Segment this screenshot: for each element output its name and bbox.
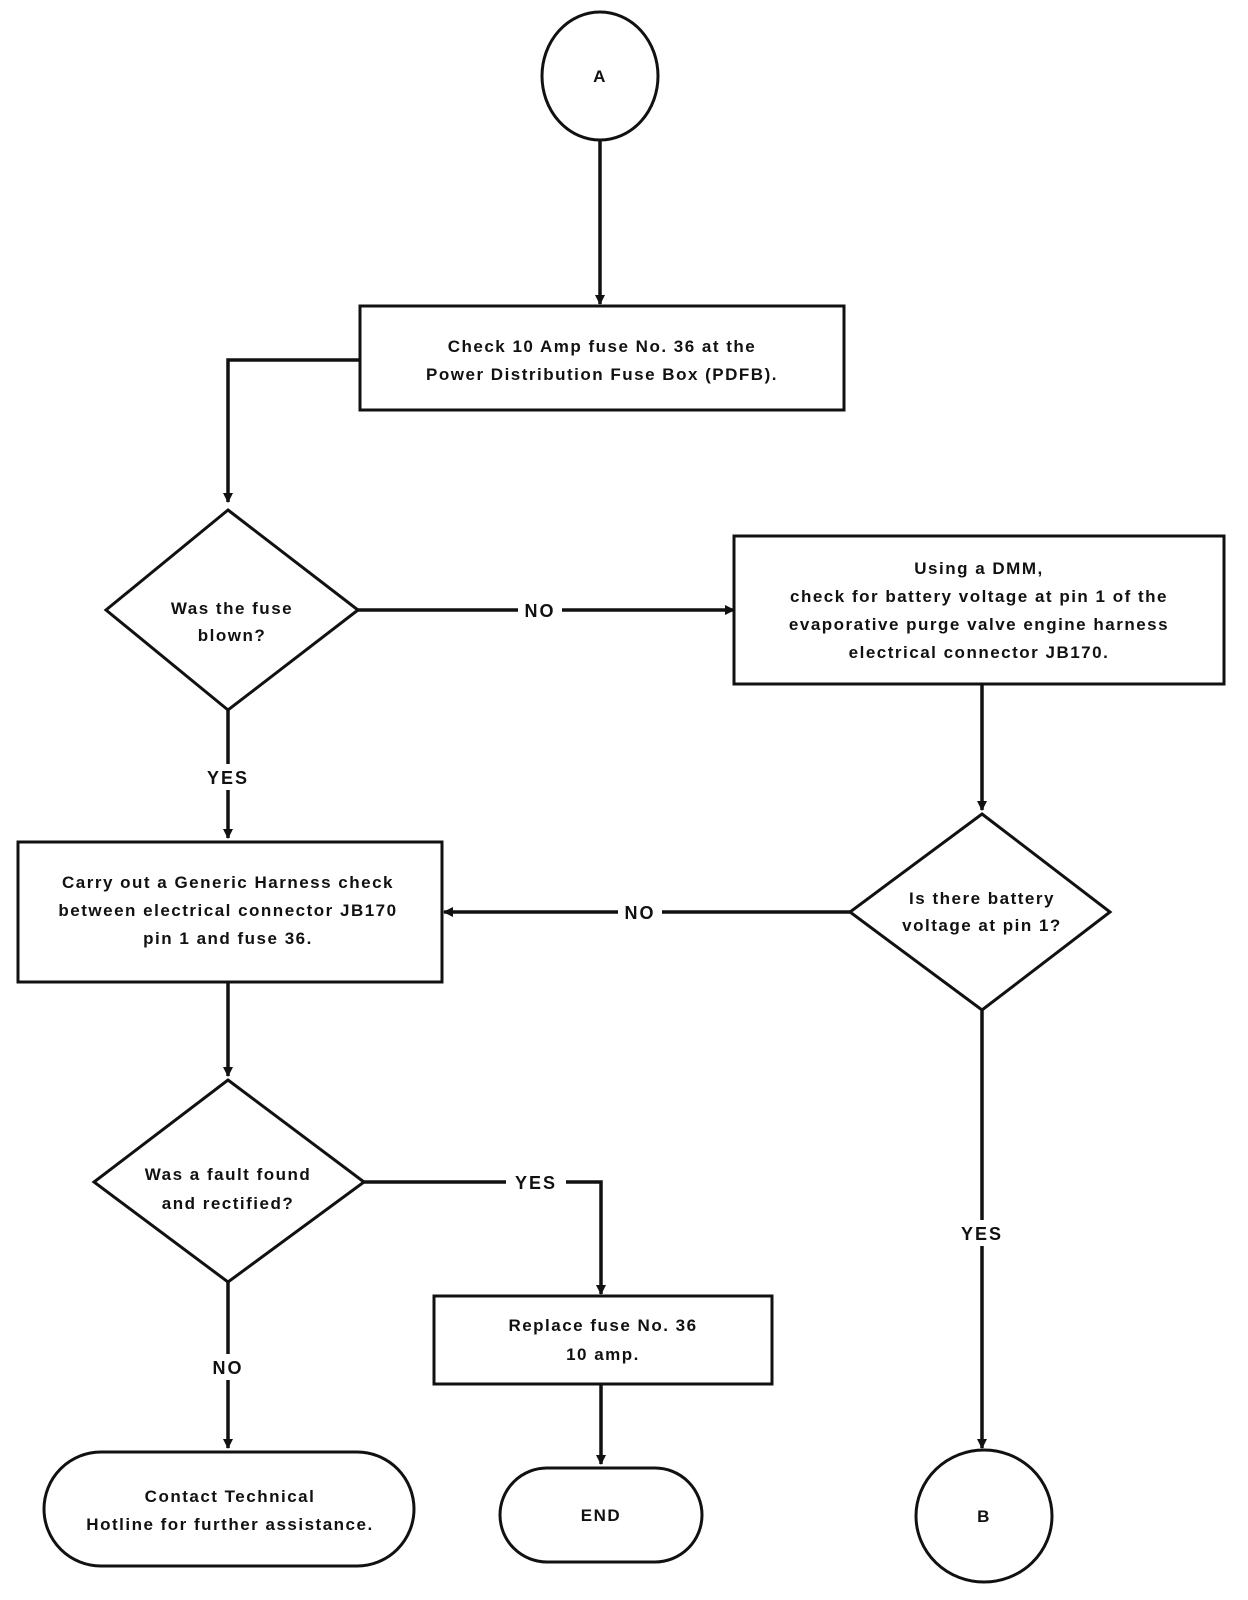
end-label: END [581,1506,621,1525]
fuse-blown-line-2: blown? [198,626,266,645]
check-fuse-line-1: Check 10 Amp fuse No. 36 at the [448,337,757,356]
dmm-check-line-3: evaporative purge valve engine harness [789,615,1169,634]
contact-hotline-line-2: Hotline for further assistance. [86,1515,373,1534]
label-fault-found-no: NO [213,1358,244,1378]
label-fuse-blown-yes: YES [207,768,249,788]
end-terminal: END [498,1466,704,1564]
battery-voltage-line-1: Is there battery [909,889,1055,908]
edge-labels: NO YES NO YES YES NO [198,598,1012,1380]
dmm-check-step: Using a DMM, check for battery voltage a… [732,534,1226,686]
connector-b-label: B [977,1507,991,1526]
replace-fuse-step: Replace fuse No. 36 10 amp. [432,1294,774,1386]
connector-a-label: A [593,67,607,86]
fault-found-line-2: and rectified? [162,1194,294,1213]
contact-hotline-terminal: Contact Technical Hotline for further as… [42,1450,416,1568]
check-fuse-step: Check 10 Amp fuse No. 36 at the Power Di… [358,304,846,412]
label-fault-found-yes: YES [515,1173,557,1193]
fuse-blown-line-1: Was the fuse [171,599,293,618]
generic-harness-step: Carry out a Generic Harness check betwee… [16,840,444,984]
edge-check-fuse-to-fuse-blown [223,358,360,503]
replace-fuse-line-2: 10 amp. [566,1345,640,1364]
generic-harness-line-1: Carry out a Generic Harness check [62,873,394,892]
battery-voltage-decision: Is there battery voltage at pin 1? [847,812,1113,1012]
fuse-blown-decision: Was the fuse blown? [103,508,361,712]
connector-b: B [914,1448,1054,1584]
dmm-check-line-2: check for battery voltage at pin 1 of th… [790,587,1168,606]
replace-fuse-line-1: Replace fuse No. 36 [508,1316,697,1335]
dmm-check-line-1: Using a DMM, [914,559,1043,578]
generic-harness-line-2: between electrical connector JB170 [58,901,397,920]
label-battery-voltage-yes: YES [961,1224,1003,1244]
generic-harness-line-3: pin 1 and fuse 36. [143,929,313,948]
battery-voltage-line-2: voltage at pin 1? [902,916,1062,935]
contact-hotline-line-1: Contact Technical [145,1487,316,1506]
edge-fault-found-yes [364,1180,606,1295]
dmm-check-line-4: electrical connector JB170. [849,643,1110,662]
check-fuse-line-2: Power Distribution Fuse Box (PDFB). [426,365,778,384]
fault-found-decision: Was a fault found and rectified? [91,1078,367,1284]
connector-a: A [540,10,660,142]
label-fuse-blown-no: NO [525,601,556,621]
fault-found-line-1: Was a fault found [145,1165,312,1184]
label-battery-voltage-no: NO [625,903,656,923]
